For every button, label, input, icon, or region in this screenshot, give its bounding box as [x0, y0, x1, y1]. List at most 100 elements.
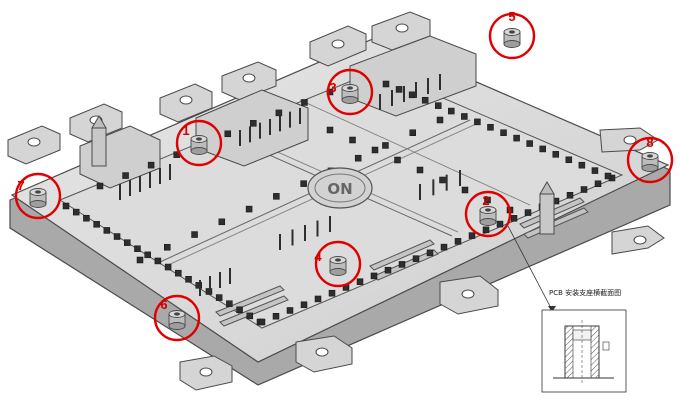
callout-circle: [153, 294, 201, 342]
standoff-4: [329, 256, 347, 276]
signal-pin: [398, 261, 406, 268]
signal-pin: [258, 318, 266, 326]
tab-bottom-2: [439, 275, 499, 315]
callout-circle: [488, 12, 536, 60]
tab-right-1: [599, 127, 659, 153]
callout-8: 8: [626, 135, 674, 184]
inset-leader-line: [507, 225, 553, 311]
signal-pin: [300, 301, 308, 308]
signal-pin: [439, 176, 446, 184]
signal-pin: [134, 245, 141, 252]
signal-pin: [124, 239, 131, 246]
signal-pin: [147, 161, 155, 169]
signal-pin: [552, 151, 560, 158]
logo-text: ON: [327, 180, 352, 198]
signal-pin: [394, 156, 401, 164]
signal-pin: [328, 289, 336, 297]
standoff-8: [641, 152, 659, 172]
callout-7: 7: [14, 172, 62, 220]
signal-pin: [384, 266, 392, 274]
inset-label: PCB 安装支座横截面图: [549, 288, 621, 297]
signal-pin: [526, 140, 533, 147]
tab-top-1: [159, 83, 213, 123]
signal-pin: [524, 209, 532, 216]
callout-number: 6: [160, 297, 167, 312]
signal-pin: [236, 306, 243, 314]
signal-pin: [448, 107, 455, 115]
signal-pin: [395, 86, 403, 93]
callout-markers: 1 2 3 4 5 6 7 8: [14, 9, 674, 342]
signal-pin: [484, 196, 491, 204]
callout-number: 8: [646, 135, 653, 150]
signal-pin: [195, 282, 202, 289]
logo-outer-ring: [307, 167, 373, 209]
standoff-3: [341, 84, 359, 104]
signal-pin: [371, 146, 379, 154]
callout-number: 2: [482, 193, 489, 208]
signal-pin: [461, 113, 468, 120]
standoff-7: [29, 188, 47, 208]
signal-pin: [382, 80, 390, 88]
signal-pin: [566, 192, 574, 199]
callout-6: 6: [153, 294, 201, 342]
callout-5: 5: [488, 9, 536, 60]
signal-pin: [93, 221, 100, 228]
signal-pin: [416, 166, 424, 174]
signal-pin: [412, 255, 420, 262]
signal-pin: [250, 120, 257, 127]
signal-pin: [408, 91, 416, 99]
signal-pin: [245, 205, 253, 213]
signal-pin: [191, 231, 198, 238]
on-logo: ON: [307, 167, 373, 209]
signal-pin: [226, 300, 233, 307]
standoff-1: [190, 135, 208, 155]
signal-pin: [185, 276, 192, 283]
signal-pin: [301, 99, 308, 106]
signal-pin: [468, 232, 476, 239]
signal-pin: [122, 172, 129, 179]
signal-pin: [436, 116, 444, 124]
callout-circle: [326, 68, 374, 116]
signal-pin: [461, 186, 469, 194]
signal-pin: [246, 312, 254, 320]
signal-pin: [578, 161, 586, 169]
signal-pin: [113, 233, 121, 240]
signal-pin: [205, 288, 213, 295]
callout-number: 1: [182, 123, 189, 138]
pcb-standoff-section-inset: PCB 安装支座横截面图: [541, 288, 627, 393]
signal-pin: [326, 126, 334, 134]
callout-2: 2: [464, 190, 512, 238]
signal-pin: [454, 238, 462, 245]
tab-left-1: [7, 125, 61, 165]
guide-post-right: [539, 181, 555, 235]
signal-pin: [474, 118, 481, 126]
signal-pin: [96, 182, 104, 190]
tab-bottom-3: [179, 355, 233, 391]
callout-number: 3: [329, 80, 336, 95]
signal-pin: [370, 272, 378, 280]
signal-pin: [565, 156, 573, 164]
signal-pin: [510, 215, 518, 222]
signal-pin: [356, 278, 364, 285]
callout-circle: [314, 240, 362, 288]
logo-inner-ring: [314, 173, 366, 203]
signal-pin: [591, 167, 599, 174]
signal-pin: [275, 109, 283, 117]
signal-pin: [300, 180, 307, 187]
signal-pin: [594, 180, 602, 188]
signal-pin: [482, 226, 490, 234]
signal-pin: [224, 130, 232, 138]
signal-pin: [272, 312, 280, 320]
standoff-section-drawing: [553, 320, 614, 384]
signal-pin: [382, 142, 389, 149]
signal-pin: [218, 218, 226, 226]
signal-pin: [434, 102, 442, 109]
signal-pin: [580, 186, 588, 193]
callout-number: 4: [314, 249, 322, 264]
tab-top-3: [309, 25, 367, 67]
signal-pin: [354, 154, 362, 162]
signal-pin: [83, 214, 90, 222]
signal-pin: [314, 295, 322, 303]
signal-pin: [409, 129, 416, 136]
